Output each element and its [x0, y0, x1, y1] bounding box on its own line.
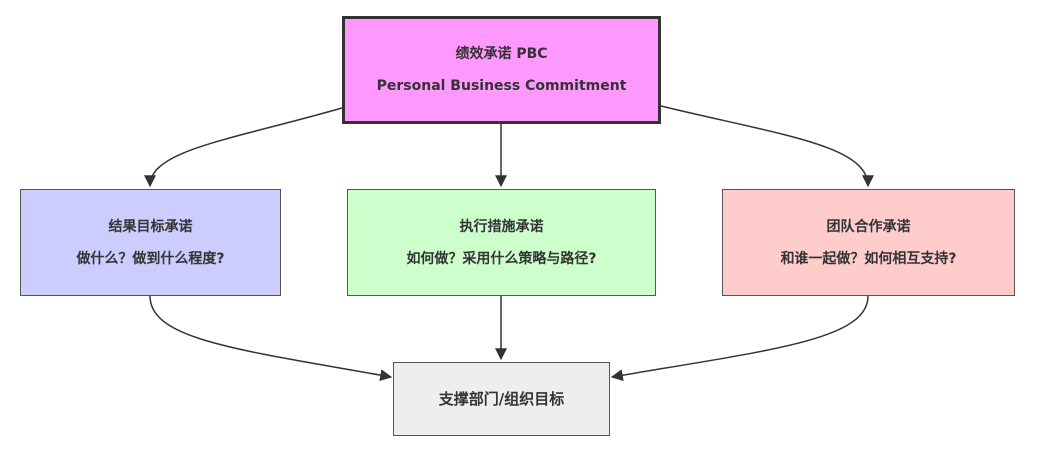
edge-result-to-goal [149, 295, 393, 382]
node-pbc-title: 绩效承诺 PBC [455, 46, 548, 62]
node-team-commitment: 团队合作承诺 和谁一起做？如何相互支持? [722, 189, 1015, 296]
node-exec-subtitle: 如何做？采用什么策略与路径? [406, 250, 597, 267]
node-org-goal: 支撑部门/组织目标 [393, 362, 610, 436]
node-result-title: 结果目标承诺 [108, 218, 193, 235]
edge-top-to-result [144, 107, 343, 188]
node-result-subtitle: 做什么？做到什么程度? [76, 250, 225, 267]
edge-top-to-team [660, 105, 874, 188]
edge-team-to-goal [610, 295, 869, 382]
node-team-title: 团队合作承诺 [826, 218, 911, 235]
node-result-commitment: 结果目标承诺 做什么？做到什么程度? [20, 189, 281, 296]
node-team-subtitle: 和谁一起做？如何相互支持? [780, 250, 957, 267]
node-pbc: 绩效承诺 PBC Personal Business Commitment [342, 16, 661, 124]
node-pbc-subtitle: Personal Business Commitment [376, 78, 627, 94]
node-exec-title: 执行措施承诺 [459, 218, 544, 235]
node-goal-title: 支撑部门/组织目标 [438, 390, 565, 408]
node-execution-commitment: 执行措施承诺 如何做？采用什么策略与路径? [347, 189, 656, 296]
